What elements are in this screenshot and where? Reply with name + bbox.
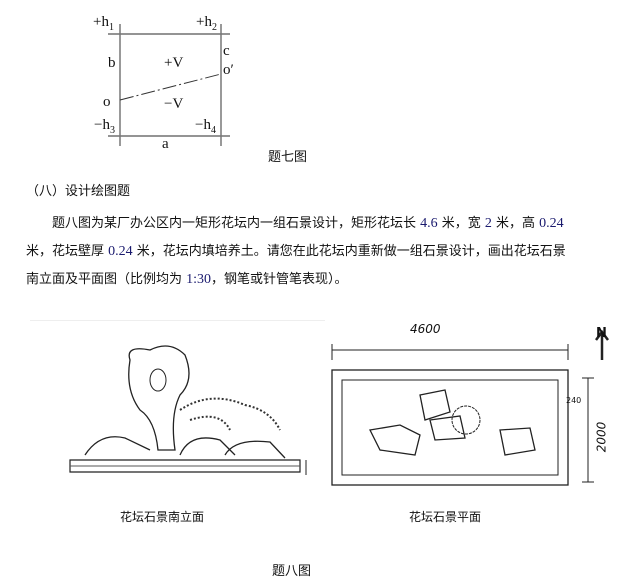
label-minus-v: −V bbox=[164, 96, 184, 112]
label-h1: +h1 bbox=[93, 14, 114, 33]
label-c: c bbox=[223, 43, 230, 59]
plan-caption: 花坛石景平面 bbox=[409, 510, 482, 524]
label-o: o bbox=[103, 94, 111, 110]
north-arrow-label: N bbox=[596, 326, 607, 341]
label-o-prime: o′ bbox=[223, 62, 234, 78]
label-b: b bbox=[108, 55, 116, 71]
dimension-width: 2000 bbox=[594, 421, 609, 453]
plan-sketch bbox=[331, 329, 609, 486]
dimension-length: 4600 bbox=[410, 322, 441, 336]
section-heading: （八）设计绘图题 bbox=[26, 184, 131, 199]
dimension-wall: 240 bbox=[566, 396, 582, 405]
label-h3: −h3 bbox=[94, 117, 115, 136]
figure-7-diagram bbox=[108, 24, 230, 146]
elevation-caption: 花坛石景南立面 bbox=[120, 510, 205, 524]
elevation-sketch bbox=[30, 320, 325, 475]
label-plus-v: +V bbox=[164, 55, 184, 71]
label-a: a bbox=[162, 136, 169, 152]
label-h2: +h2 bbox=[196, 14, 217, 33]
figure-7-caption: 题七图 bbox=[268, 150, 308, 165]
label-h4: −h4 bbox=[195, 117, 216, 136]
figure-8-caption: 题八图 bbox=[272, 564, 312, 579]
question-text: 题八图为某厂办公区内一矩形花坛内一组石景设计，矩形花坛长 4.6 米，宽 2 米… bbox=[26, 216, 566, 287]
